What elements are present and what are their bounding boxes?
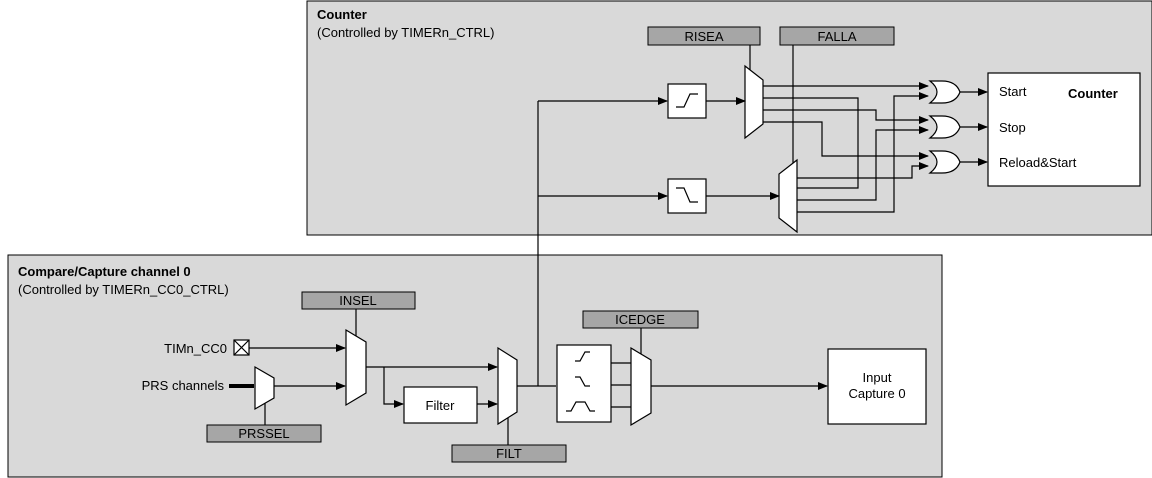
or-gate-stop	[928, 115, 961, 139]
pin-x-icon	[233, 339, 250, 356]
wire-to-filter	[383, 367, 404, 408]
fall-demux-outputs	[797, 92, 929, 213]
filter-box	[403, 386, 478, 424]
input-capture-box	[827, 348, 927, 425]
falla-label: FALLA	[817, 29, 856, 44]
insel-register	[301, 291, 416, 310]
or-gate-start	[928, 80, 961, 104]
rising-edge-icon	[676, 93, 698, 108]
falling-edge-icon	[676, 187, 698, 203]
counter-box-title: Counter	[1068, 86, 1118, 101]
insel-mux	[345, 328, 367, 407]
both-edges-icon	[566, 401, 595, 412]
prs-channels-label: PRS channels	[142, 378, 225, 393]
risea-register	[647, 26, 761, 46]
cc-panel-title: Compare/Capture channel 0	[18, 264, 191, 279]
filt-register	[451, 444, 567, 463]
or-gate-reload	[928, 150, 961, 174]
filt-mux	[497, 346, 518, 426]
counter-start-label: Start	[999, 84, 1027, 99]
prs-mux	[254, 365, 275, 411]
prssel-register	[206, 424, 322, 443]
fall-icon	[575, 376, 590, 387]
counter-panel-title: Counter	[317, 7, 367, 22]
counter-stop-label: Stop	[999, 120, 1026, 135]
insel-label: INSEL	[339, 293, 377, 308]
icedge-mux	[630, 346, 652, 427]
counter-reload-label: Reload&Start	[999, 155, 1077, 170]
falla-register	[779, 26, 895, 46]
falla-demux	[778, 158, 798, 234]
rise-icon	[575, 351, 590, 362]
rise-demux-outputs	[763, 82, 929, 178]
icedge-label: ICEDGE	[615, 312, 665, 327]
risea-demux	[744, 64, 764, 140]
filt-label: FILT	[496, 446, 522, 461]
counter-box	[987, 72, 1141, 187]
prssel-label: PRSSEL	[238, 426, 289, 441]
cc-panel-subtitle: (Controlled by TIMERn_CC0_CTRL)	[18, 282, 229, 297]
compare-capture-panel: Compare/Capture channel 0 (Controlled by…	[7, 101, 943, 478]
risea-label: RISEA	[684, 29, 723, 44]
input-capture-line1: Input	[863, 370, 892, 385]
counter-panel: Counter (Controlled by TIMERn_CTRL) RISE…	[306, 0, 1152, 236]
timn-cc0-label: TIMn_CC0	[164, 341, 227, 356]
input-capture-line2: Capture 0	[848, 386, 905, 401]
filter-label: Filter	[426, 398, 456, 413]
counter-panel-subtitle: (Controlled by TIMERn_CTRL)	[317, 25, 494, 40]
